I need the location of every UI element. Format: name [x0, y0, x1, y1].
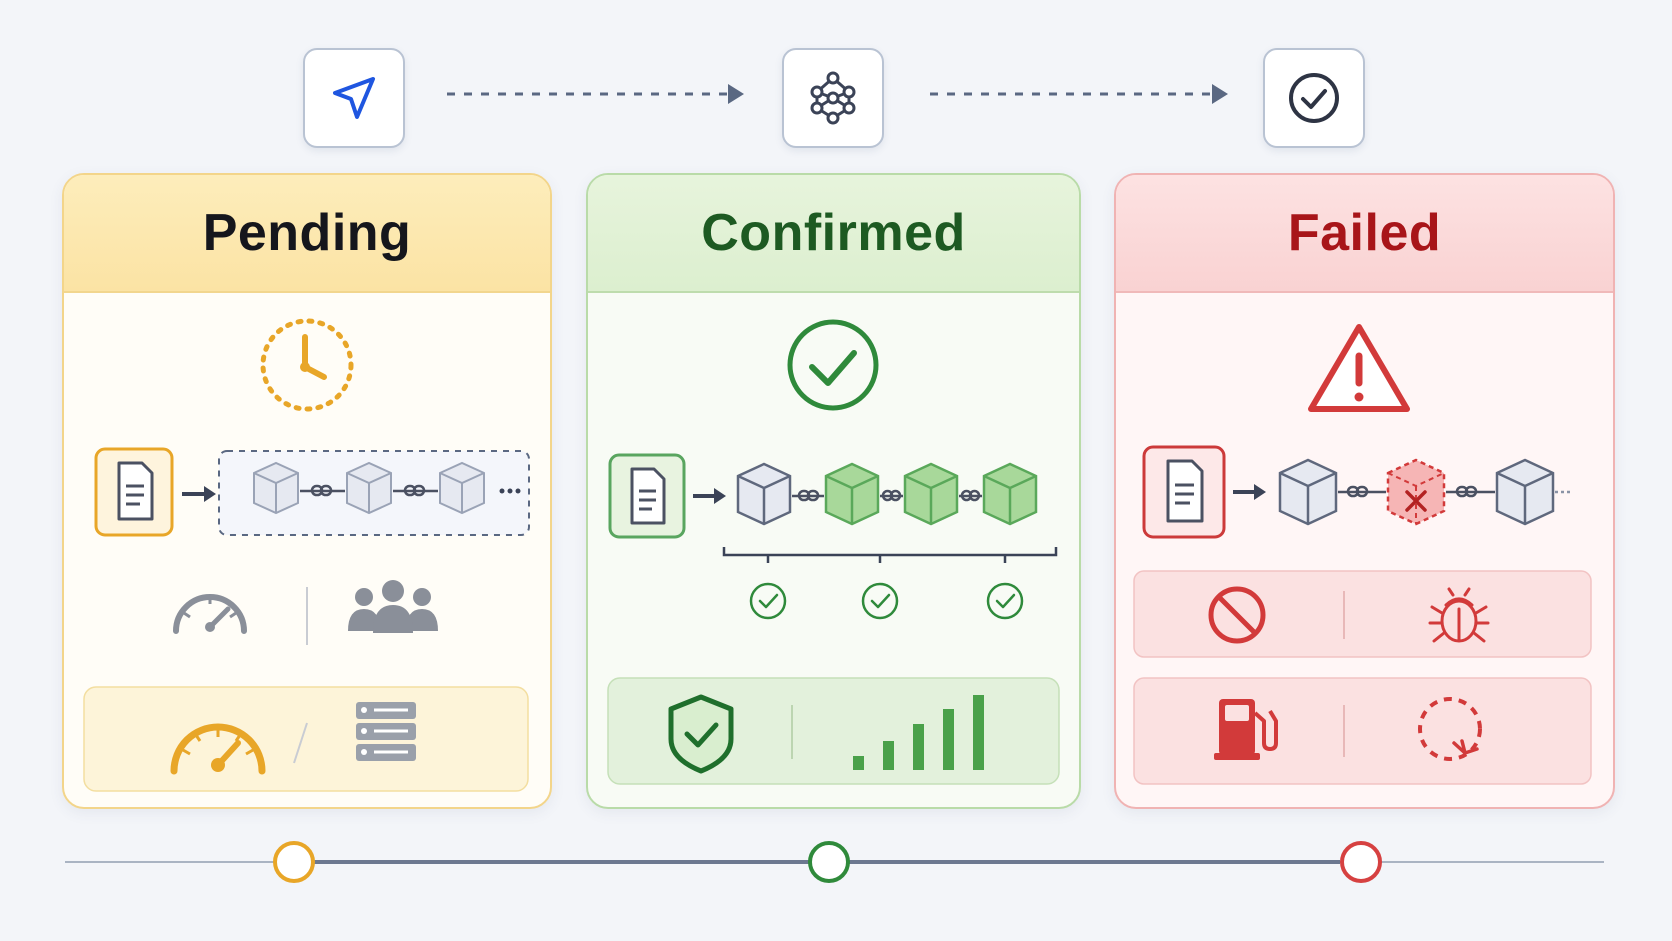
users-icon	[348, 580, 438, 633]
divider	[293, 722, 308, 764]
network-step-box[interactable]	[782, 48, 884, 148]
retry-icon	[1418, 697, 1482, 761]
timeline	[65, 841, 1604, 883]
bar-chart-icon	[853, 695, 984, 770]
fuel-pump-icon	[1214, 699, 1278, 760]
send-arrow-icon	[333, 77, 375, 119]
complete-step-box[interactable]	[1263, 48, 1365, 148]
confirmed-illustration	[607, 319, 1060, 785]
pending-body	[64, 291, 550, 807]
confirmation-check-icon	[749, 582, 1024, 620]
pending-card: Pending	[62, 173, 552, 809]
dashed-arrow-2	[930, 84, 1228, 104]
failed-title: Failed	[1116, 175, 1613, 293]
send-step-box[interactable]	[303, 48, 405, 148]
prohibited-icon	[1208, 586, 1266, 644]
pending-illustration	[83, 318, 530, 792]
confirmed-card: Confirmed	[586, 173, 1081, 809]
check-circle-icon	[787, 319, 879, 411]
pending-title: Pending	[64, 175, 550, 293]
document-icon	[608, 453, 686, 539]
gauge-icon	[170, 723, 266, 775]
broken-block-icon	[1278, 458, 1571, 526]
failed-card: Failed	[1114, 173, 1615, 809]
dashed-arrow-1	[447, 84, 744, 104]
warning-triangle-icon	[1308, 324, 1410, 412]
timeline-marker-failed[interactable]	[1340, 841, 1382, 883]
document-icon	[94, 447, 174, 537]
block-chain-icon	[218, 450, 530, 536]
block-chain-icon	[736, 462, 1038, 526]
check-circle-icon	[1289, 73, 1339, 123]
document-icon	[1142, 445, 1226, 539]
failed-errors-panel	[1133, 570, 1592, 658]
pending-metrics-panel	[83, 686, 529, 792]
shield-check-icon	[668, 694, 734, 774]
bug-icon	[1428, 587, 1490, 643]
network-nodes-icon	[810, 71, 856, 125]
server-stack-icon	[356, 702, 416, 761]
failed-causes-panel	[1133, 677, 1592, 785]
arrow-right-icon	[1233, 484, 1266, 500]
confirmed-title: Confirmed	[588, 175, 1079, 293]
timeline-marker-confirmed[interactable]	[808, 841, 850, 883]
failed-illustration	[1133, 324, 1592, 785]
confirmation-bracket	[722, 547, 1058, 563]
arrow-right-icon	[182, 486, 216, 502]
confirmed-body	[588, 291, 1079, 807]
clock-icon	[260, 318, 354, 412]
timeline-marker-pending[interactable]	[273, 841, 315, 883]
speedometer-icon	[173, 594, 247, 634]
failed-body	[1116, 291, 1613, 807]
arrow-right-icon	[693, 488, 726, 504]
